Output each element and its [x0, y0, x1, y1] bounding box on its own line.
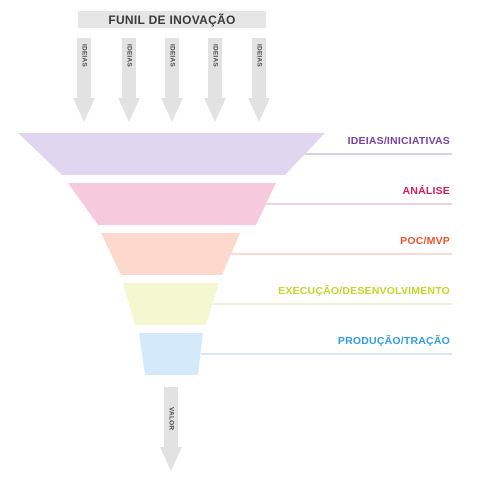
down-arrow-icon	[161, 38, 183, 122]
input-arrow: IDEIAS	[161, 38, 183, 122]
down-arrow-icon	[204, 38, 226, 122]
down-arrow-icon	[73, 38, 95, 122]
down-arrow-icon	[248, 38, 270, 122]
funnel-stage-producao	[139, 333, 203, 375]
output-arrow-label: VALOR	[167, 407, 175, 431]
funnel-title: FUNIL DE INOVAÇÃO	[78, 11, 266, 28]
stage-label-analise: ANÁLISE	[402, 185, 450, 197]
input-arrow: IDEIAS	[248, 38, 270, 122]
stage-label-ideias: IDEIAS/INICIATIVAS	[347, 135, 450, 147]
funnel-stage-poc	[101, 233, 240, 275]
funnel-stage-execucao	[123, 283, 219, 325]
input-arrow: IDEIAS	[73, 38, 95, 122]
input-arrow: IDEIAS	[204, 38, 226, 122]
stage-label-producao: PRODUÇÃO/TRAÇÃO	[337, 335, 450, 347]
down-arrow-icon	[118, 38, 140, 122]
down-arrow-icon	[160, 387, 182, 471]
output-arrow: VALOR	[160, 387, 182, 471]
stage-label-execucao: EXECUÇÃO/DESENVOLVIMENTO	[278, 285, 450, 297]
stage-label-poc: POC/MVP	[400, 235, 450, 247]
funnel-stage-ideias	[18, 133, 325, 175]
input-arrow: IDEIAS	[118, 38, 140, 122]
funnel-stage-analise	[68, 183, 276, 225]
